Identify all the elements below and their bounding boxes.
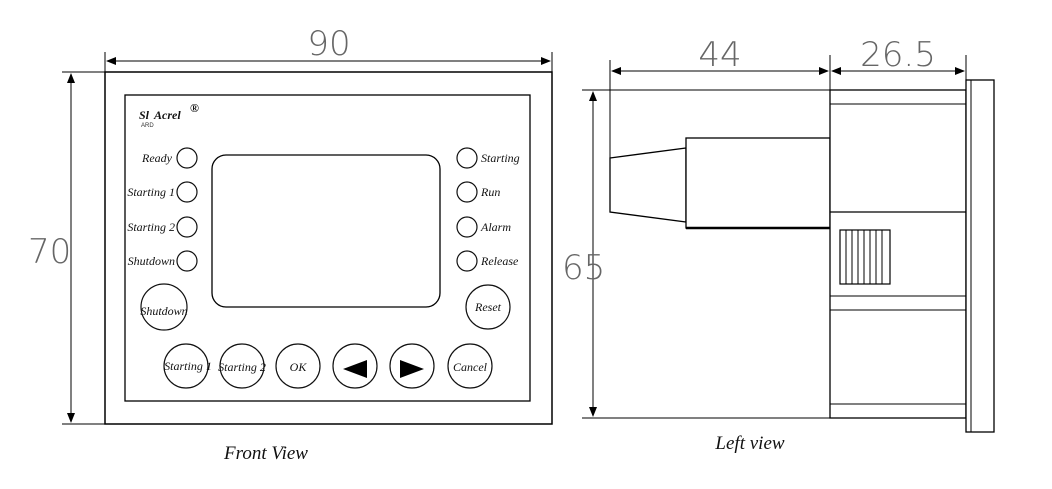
led-starting-1-label: Starting 1 (127, 185, 175, 199)
starting-2-button-label: Starting 2 (218, 360, 266, 374)
shutdown-button-label: Shutdown (140, 304, 187, 318)
led-starting-2 (176, 216, 198, 238)
starting-2-button[interactable]: Starting 2 (218, 343, 266, 389)
led-starting (456, 147, 478, 169)
led-starting-1 (176, 181, 198, 203)
left-view-caption: Left view (714, 433, 784, 454)
front-panel (124, 94, 531, 402)
side-depth-front-label: 26.5 (860, 35, 936, 75)
side-depth-dimensions: 44 26.5 (609, 35, 967, 160)
side-connector-body (685, 137, 831, 229)
starting-1-button-label: Starting 1 (164, 359, 212, 373)
led-alarm (456, 216, 478, 238)
logo-mark: Sl (139, 108, 150, 122)
ok-button-label: OK (290, 360, 308, 374)
led-run-label: Run (480, 185, 500, 199)
reset-button[interactable]: Reset (465, 284, 511, 330)
led-alarm-label: Alarm (480, 220, 511, 234)
starting-1-button[interactable]: Starting 1 (163, 343, 212, 389)
side-connector-plug (609, 147, 687, 223)
logo-registered: ® (190, 101, 199, 115)
led-shutdown-label: Shutdown (128, 254, 175, 268)
front-height-label: 70 (28, 232, 71, 272)
side-height-label: 65 (562, 248, 605, 288)
lcd-display (211, 154, 441, 308)
side-vent-grille (839, 229, 891, 285)
side-front-bezel (965, 79, 995, 433)
logo-model: ARD (141, 123, 154, 129)
front-view-caption: Front View (223, 443, 308, 464)
cancel-button[interactable]: Cancel (447, 343, 493, 389)
led-run (456, 181, 478, 203)
led-starting-label: Starting (481, 151, 520, 165)
right-indicators: Starting Run Alarm Release (456, 147, 520, 272)
shutdown-button[interactable]: Shutdown (140, 283, 188, 331)
ok-button[interactable]: OK (275, 343, 321, 389)
right-arrow-icon (400, 360, 424, 378)
right-arrow-button[interactable] (389, 343, 435, 389)
left-indicators: Ready Starting 1 Starting 2 Shutdown (127, 147, 198, 272)
front-width-dimension: 90 (104, 24, 553, 72)
front-height-dimension: 70 (28, 71, 105, 425)
side-depth-body-label: 44 (698, 35, 741, 75)
reset-button-label: Reset (474, 300, 502, 314)
led-shutdown (176, 250, 198, 272)
left-arrow-button[interactable] (332, 343, 378, 389)
led-starting-2-label: Starting 2 (127, 220, 175, 234)
front-outer-frame (104, 71, 553, 425)
side-height-dimension: 65 (562, 89, 830, 419)
led-ready-label: Ready (141, 151, 173, 165)
left-arrow-icon (343, 360, 367, 378)
cancel-button-label: Cancel (453, 360, 488, 374)
front-width-label: 90 (307, 24, 350, 64)
logo-brand: Acrel (153, 108, 181, 122)
brand-logo: Sl Acrel ® ARD (139, 101, 199, 129)
led-release (456, 250, 478, 272)
led-release-label: Release (480, 254, 519, 268)
led-ready (176, 147, 198, 169)
